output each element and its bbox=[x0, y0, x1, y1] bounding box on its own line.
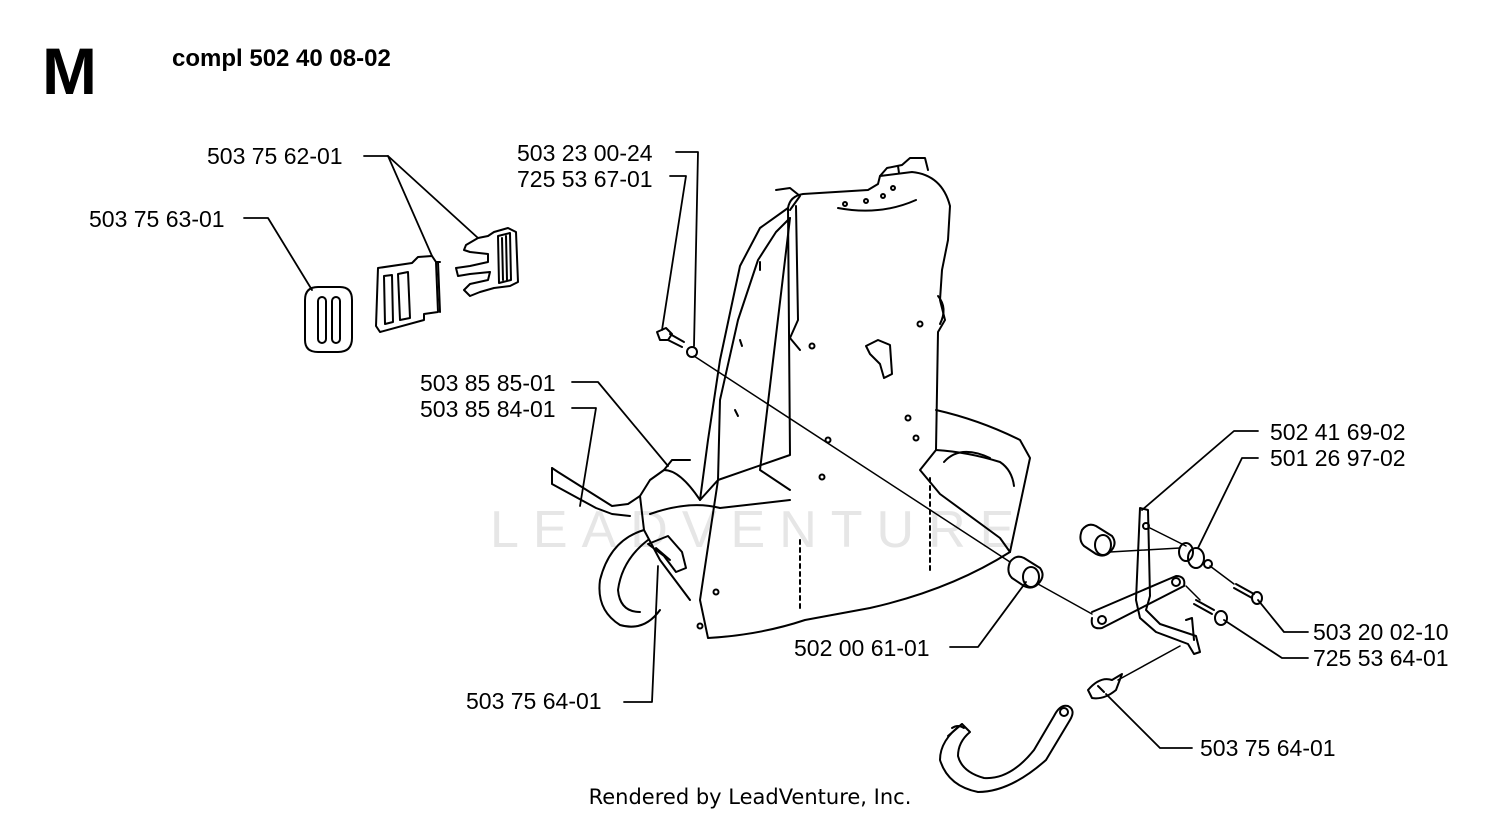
screw-right bbox=[1234, 584, 1262, 604]
harness-back-plate bbox=[698, 158, 1011, 638]
right-strap bbox=[940, 706, 1073, 792]
part-label-washer-right: 725 53 64-01 bbox=[1313, 645, 1449, 671]
part-label-spacer: 502 00 61-01 bbox=[794, 635, 930, 661]
watermark: LEADVENTURE bbox=[490, 501, 1029, 559]
buckle-female-part bbox=[376, 256, 440, 332]
leader-lines bbox=[244, 152, 1308, 748]
bushing-part bbox=[1179, 543, 1212, 568]
part-label-strap-b: 503 85 84-01 bbox=[420, 396, 556, 422]
washer-right bbox=[1194, 600, 1227, 625]
assembly-number: compl 502 40 08-02 bbox=[172, 45, 391, 72]
part-label-washer-top: 725 53 67-01 bbox=[517, 166, 653, 192]
part-label-bracket: 502 41 69-02 bbox=[1270, 419, 1406, 445]
bracket-part bbox=[1092, 508, 1200, 654]
section-letter: M bbox=[42, 34, 97, 108]
part-label-strap-a: 503 85 85-01 bbox=[420, 370, 556, 396]
top-screw bbox=[657, 328, 697, 357]
part-label-bushing: 501 26 97-02 bbox=[1270, 445, 1406, 471]
slide-part bbox=[305, 287, 352, 352]
part-label-screw-top: 503 23 00-24 bbox=[517, 140, 653, 166]
footer-credit: Rendered by LeadVenture, Inc. bbox=[588, 785, 912, 809]
part-label-buckle: 503 75 62-01 bbox=[207, 143, 343, 169]
part-label-slide: 503 75 63-01 bbox=[89, 206, 225, 232]
spacer-right bbox=[1080, 525, 1114, 556]
right-clip bbox=[1088, 674, 1122, 698]
assembly-axes bbox=[694, 356, 1234, 680]
part-label-clip-left: 503 75 64-01 bbox=[466, 688, 602, 714]
left-strap-tail bbox=[552, 468, 686, 627]
part-label-screw-right: 503 20 02-10 bbox=[1313, 619, 1449, 645]
buckle-male-part bbox=[456, 228, 518, 296]
waist-belt bbox=[640, 410, 1030, 612]
shoulder-strap bbox=[700, 188, 800, 500]
part-label-clip-right: 503 75 64-01 bbox=[1200, 735, 1336, 761]
